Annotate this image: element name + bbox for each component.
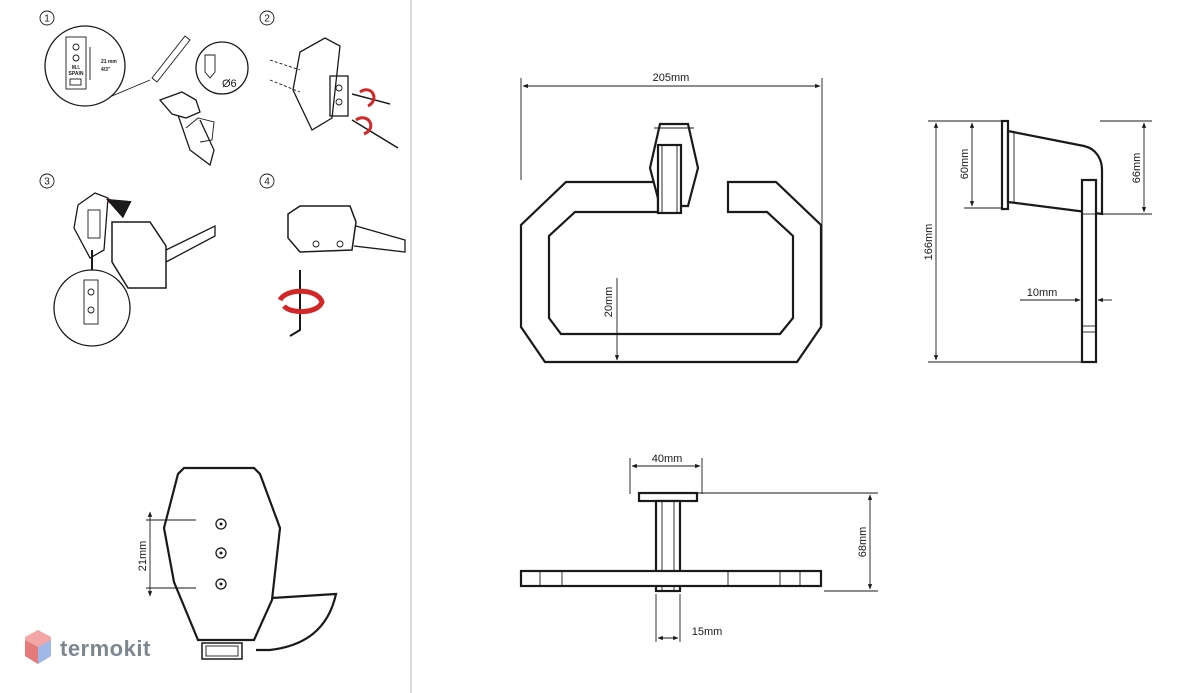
- drill-diameter-label: Ø6: [222, 78, 237, 90]
- ring-bar-top: [519, 569, 823, 588]
- wall-plate-top: [637, 491, 699, 503]
- holder-block-icon: [111, 221, 167, 289]
- step-4-tighten: 4: [259, 173, 406, 337]
- bracket-post-front: [656, 143, 683, 215]
- template-magnifier: [44, 25, 126, 107]
- mounted-plate-icon: [73, 192, 109, 259]
- step-1-badge: [39, 10, 55, 26]
- width-label: 205mm: [653, 72, 690, 84]
- screw-icon-top: [351, 93, 391, 105]
- total-height-label: 166mm: [923, 224, 935, 261]
- step-2-number: 2: [264, 14, 270, 25]
- step-2-screw-mounting: 2: [259, 10, 399, 149]
- drill-bit-magnifier: [195, 41, 249, 95]
- template-mark-bottom: SPAIN: [69, 71, 84, 77]
- slide-arrow-icon: [105, 198, 132, 219]
- drill-bit-icon: [204, 54, 216, 79]
- ring-bar-side: [1080, 178, 1098, 364]
- rotate-arrow-icon-bottom: [355, 116, 373, 136]
- upper-height-label: 60mm: [959, 149, 971, 180]
- step-3-badge: [39, 173, 55, 189]
- step-3-number: 3: [44, 177, 50, 188]
- towel-ring-outline: [519, 180, 823, 364]
- rotate-arrow-icon-top: [359, 88, 376, 108]
- side-view: 166mm 60mm 66mm 10mm: [923, 119, 1152, 364]
- drill-icon: [158, 91, 215, 167]
- assembled-holder-icon: [287, 205, 357, 253]
- plate-base-clip: [201, 642, 243, 660]
- rotate-arrow-icon-step4: [277, 288, 325, 314]
- step-1-number: 1: [44, 14, 50, 25]
- plate-detail-view: 21mm: [137, 466, 338, 660]
- post-width-label: 15mm: [692, 626, 723, 638]
- screw-icon-bottom: [351, 119, 399, 149]
- wall-plate-icon: [292, 37, 341, 131]
- step-2-badge: [259, 10, 275, 26]
- depth-label: 66mm: [1131, 153, 1143, 184]
- termokit-watermark: termokit: [25, 630, 151, 664]
- hole-spacing-label: 21mm: [137, 541, 149, 572]
- step-4-number: 4: [264, 177, 270, 188]
- projection-label: 68mm: [857, 527, 869, 558]
- hexagonal-wall-plate: [162, 466, 282, 642]
- front-view: 205mm 20mm: [519, 72, 823, 364]
- bar-width-label: 10mm: [1027, 287, 1058, 299]
- template-fraction-label: 4/3": [101, 67, 111, 73]
- top-view: 40mm 68mm 15mm: [519, 453, 878, 642]
- template-mark-top: M.I.: [72, 65, 81, 71]
- allen-key-icon: [289, 270, 301, 337]
- mounting-template: [65, 36, 87, 90]
- step-4-badge: [259, 173, 275, 189]
- termokit-brand-text: termokit: [60, 636, 151, 661]
- step-3-slide-on: 3: [39, 173, 216, 347]
- bar-thickness-label: 20mm: [603, 287, 615, 318]
- detail-magnifier: [53, 269, 131, 347]
- step-1-drilling: 1 M.I. SPAIN 21 mm 4/3" Ø6: [39, 10, 249, 167]
- template-distance-label: 21 mm: [101, 59, 117, 65]
- bracket-arm-side: [1006, 129, 1104, 216]
- pencil-icon: [151, 35, 191, 83]
- plate-width-label: 40mm: [652, 453, 683, 465]
- bracket-block-icon: [329, 75, 349, 117]
